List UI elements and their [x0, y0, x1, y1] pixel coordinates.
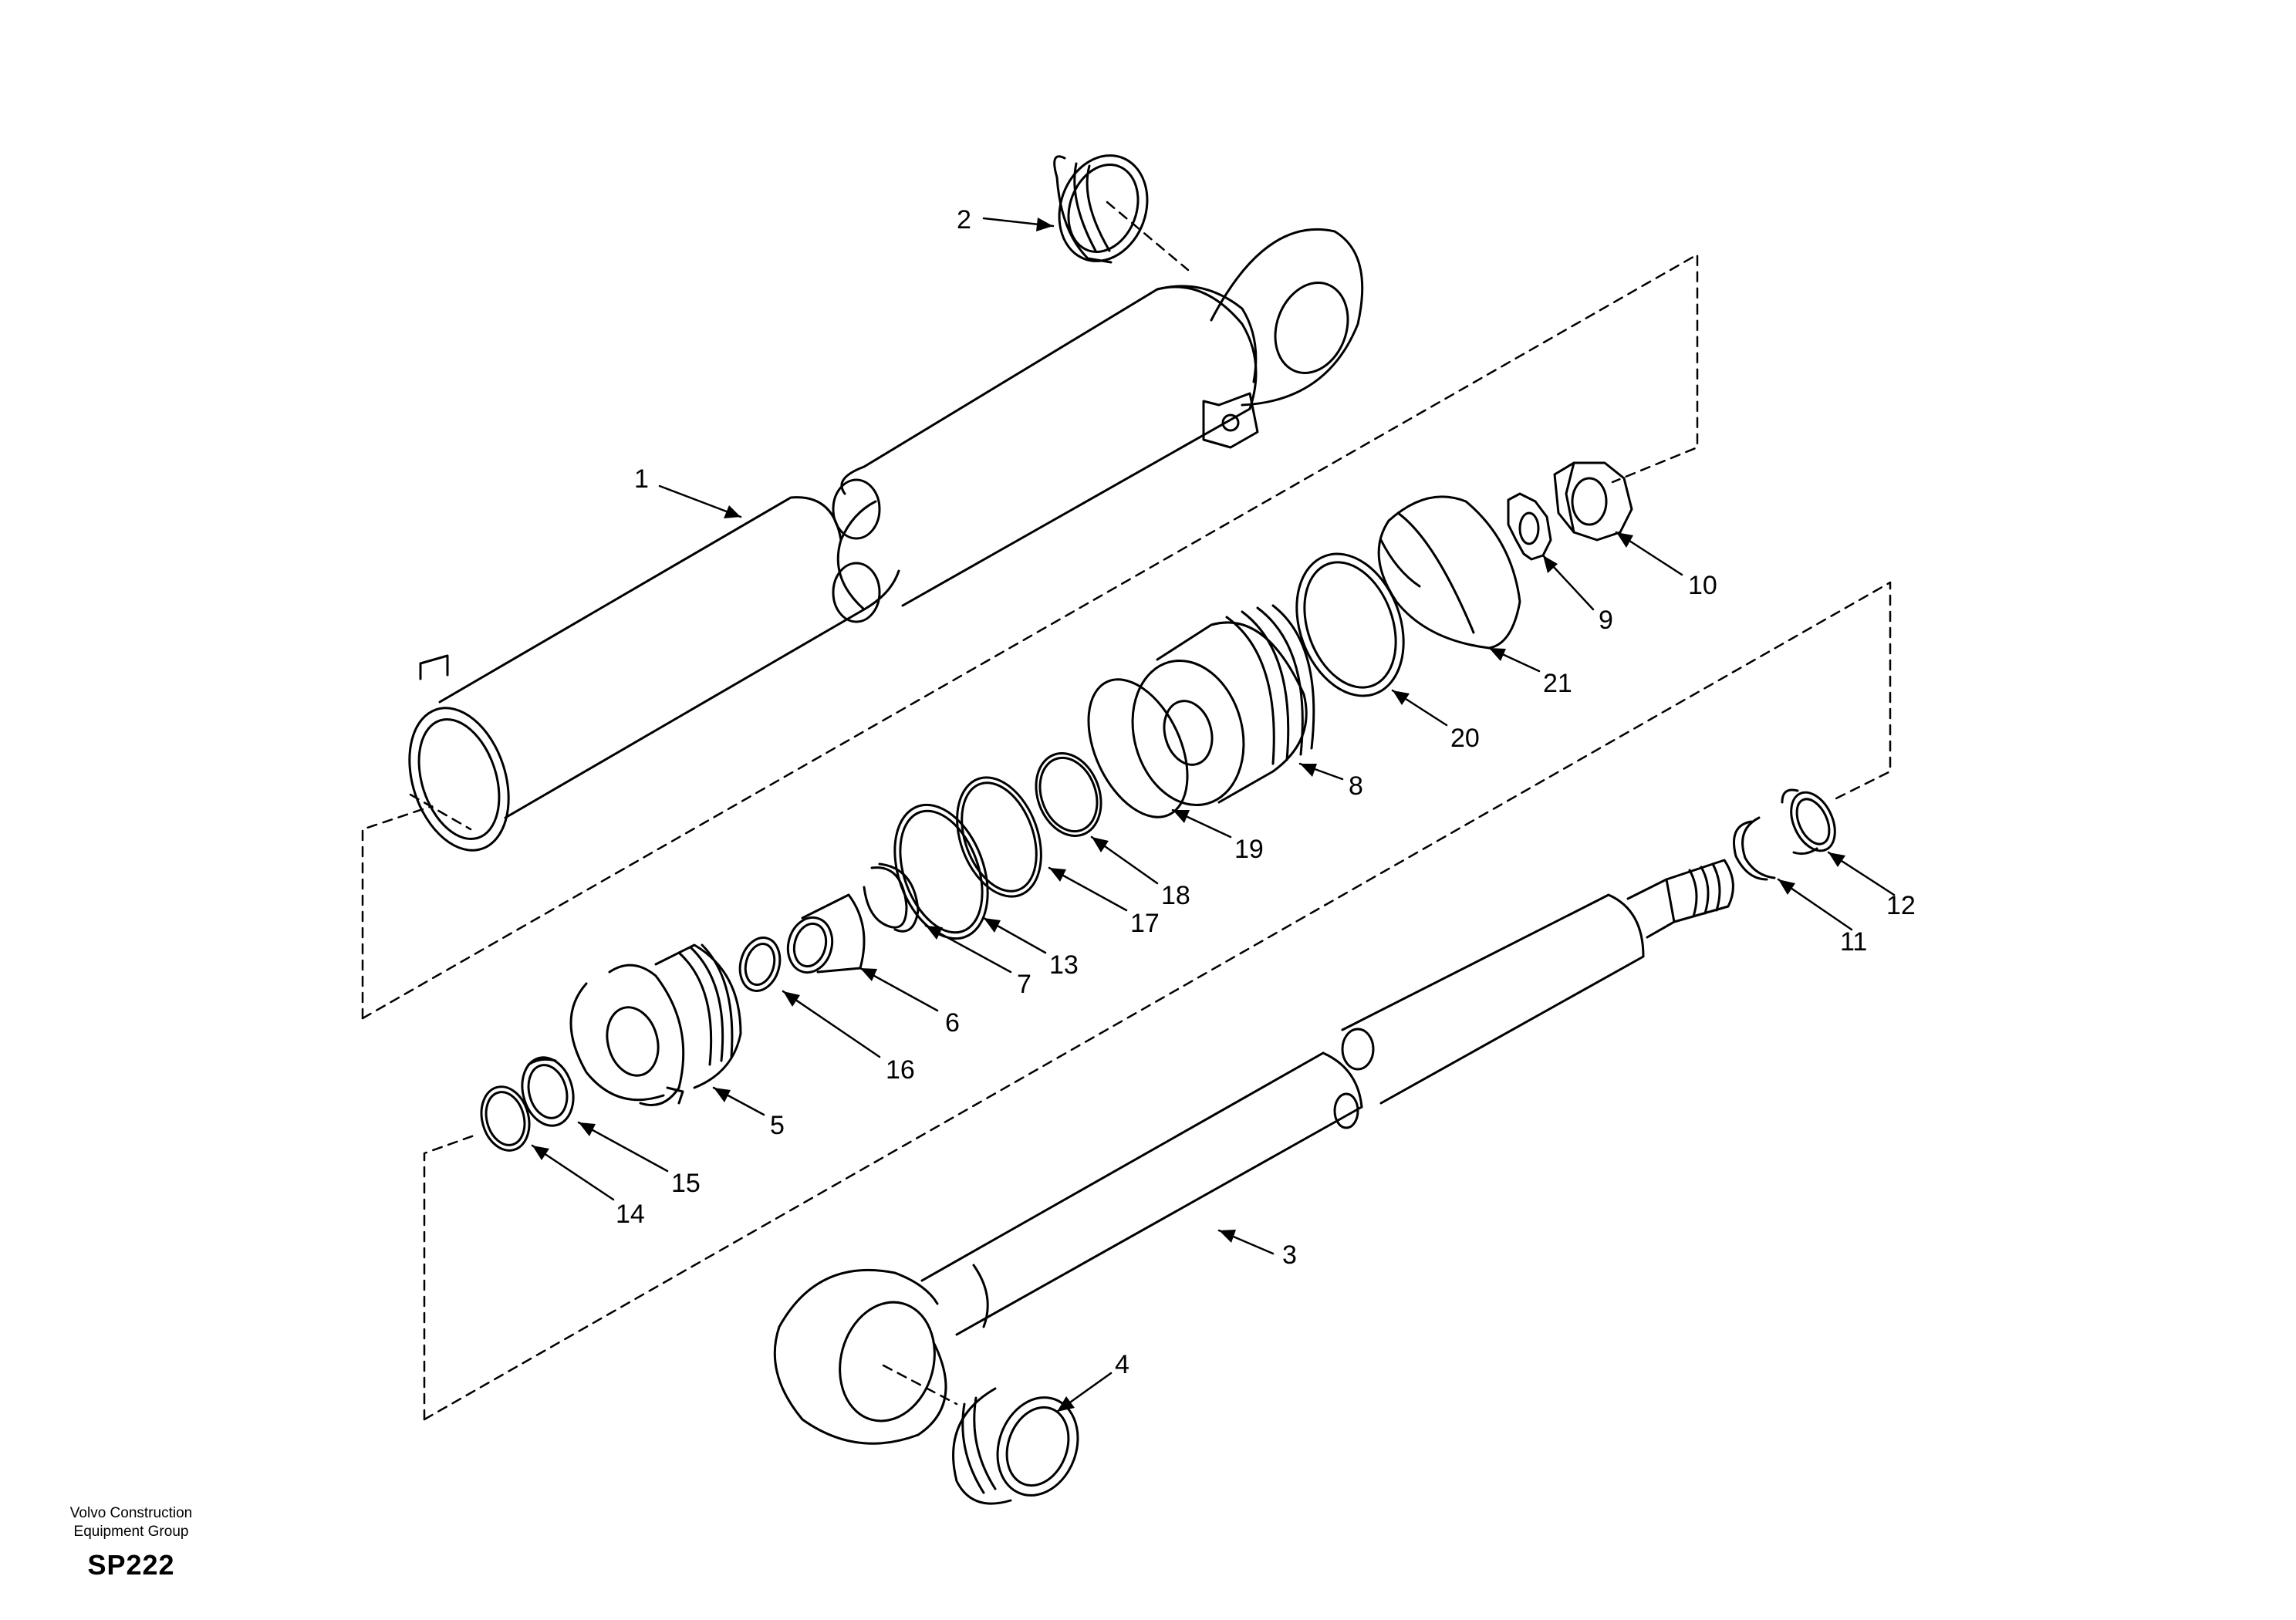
- part-label-15: 15: [671, 1169, 701, 1198]
- rod-snap-ring: [1733, 816, 1776, 881]
- leader-lines: [531, 217, 1896, 1413]
- part-label-17: 17: [1130, 909, 1160, 938]
- retaining-ring: [480, 1085, 531, 1152]
- cylinder-tube: [408, 228, 1364, 852]
- piston-o-ring: [1087, 678, 1189, 818]
- part-label-6: 6: [945, 1008, 960, 1038]
- part-label-11: 11: [1840, 927, 1867, 957]
- part-label-19: 19: [1234, 835, 1264, 864]
- part-label-5: 5: [770, 1111, 785, 1140]
- lock-washer: [1507, 492, 1552, 561]
- part-label-2: 2: [957, 205, 971, 235]
- dust-wiper: [521, 1056, 575, 1127]
- leader-line-16: [782, 990, 881, 1058]
- part-label-3: 3: [1282, 1240, 1297, 1270]
- seal-ring: [738, 937, 782, 992]
- publisher-block: Volvo Construction Equipment Group SP222: [31, 1504, 231, 1581]
- part-label-14: 14: [616, 1200, 645, 1229]
- o-ring-small: [1035, 752, 1102, 837]
- assembly-guide-lines: [361, 201, 1892, 1421]
- leader-arrowheads: [532, 218, 1845, 1412]
- diagram-code: SP222: [87, 1549, 175, 1581]
- part-label-20: 20: [1450, 724, 1480, 753]
- part-label-10: 10: [1688, 571, 1717, 600]
- spacer-sleeve: [786, 893, 866, 974]
- rod-bushing: [952, 1387, 1079, 1505]
- part-label-1: 1: [634, 464, 649, 494]
- piston: [1131, 604, 1315, 807]
- wear-ring: [1295, 552, 1405, 697]
- snap-ring: [863, 862, 920, 933]
- leader-line-14: [531, 1144, 615, 1201]
- part-label-9: 9: [1599, 606, 1613, 635]
- publisher-name-line2: Equipment Group: [73, 1524, 189, 1540]
- piston-rod: [773, 859, 1734, 1445]
- nut: [1553, 461, 1633, 542]
- backup-ring: [956, 776, 1042, 898]
- part-label-4: 4: [1115, 1350, 1129, 1379]
- part-label-7: 7: [1017, 970, 1032, 999]
- leader-line-7: [924, 924, 1012, 974]
- publisher-name-line1: Volvo Construction: [69, 1505, 193, 1521]
- part-label-21: 21: [1543, 669, 1572, 698]
- cylinder-head: [569, 943, 742, 1106]
- piston-ring: [1377, 495, 1521, 650]
- leader-line-15: [577, 1121, 669, 1173]
- tube-bushing: [1053, 154, 1149, 264]
- part-label-18: 18: [1161, 881, 1190, 910]
- part-label-12: 12: [1886, 891, 1916, 920]
- part-label-13: 13: [1049, 950, 1079, 980]
- o-ring: [893, 803, 989, 940]
- part-number-labels: 1 2 3 4 5 6 7 8 9 10 11 12 13 14 15 16 1…: [616, 205, 1916, 1379]
- part-label-8: 8: [1349, 771, 1363, 801]
- rod-seal: [1781, 788, 1836, 856]
- part-label-16: 16: [886, 1055, 915, 1085]
